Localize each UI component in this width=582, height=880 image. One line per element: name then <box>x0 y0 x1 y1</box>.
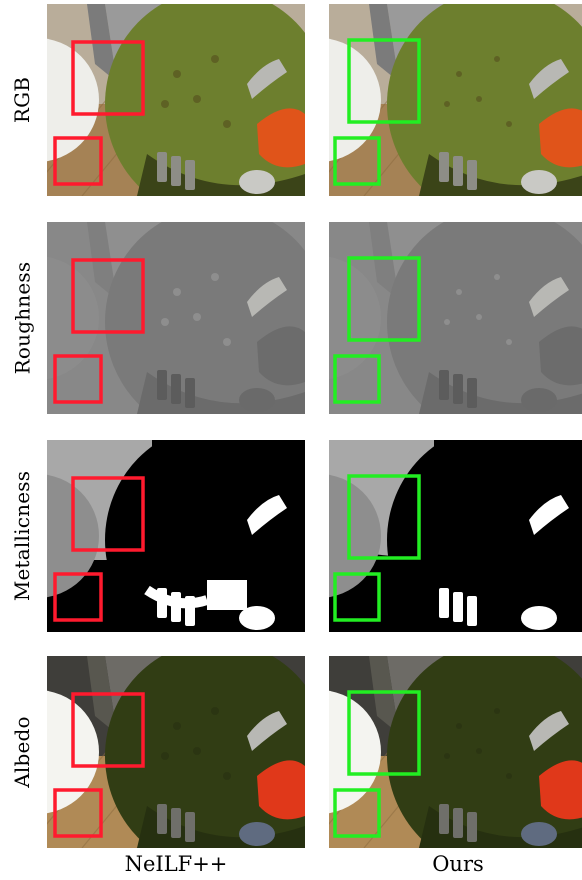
zoom-box <box>71 692 145 768</box>
zoom-box <box>347 38 421 124</box>
row-label-metallicness: Metallicness <box>0 436 44 636</box>
zoom-box <box>71 258 145 334</box>
zoom-box <box>53 354 103 404</box>
panel-albedo-ours <box>329 656 582 848</box>
zoom-box <box>333 354 381 404</box>
scene-image <box>329 222 582 414</box>
column-label-neilf: NeILF++ <box>124 852 228 876</box>
zoom-box <box>333 788 381 838</box>
zoom-box <box>333 572 381 622</box>
row-label-text: Albedo <box>10 716 34 788</box>
row-label-rgb: RGB <box>0 0 44 200</box>
scene-image <box>47 656 305 848</box>
scene-image <box>329 4 582 196</box>
panel-rgb-neilf <box>47 4 305 196</box>
scene-image <box>47 4 305 196</box>
zoom-box <box>333 136 381 186</box>
row-label-text: Roughness <box>10 261 34 375</box>
zoom-box <box>53 572 103 622</box>
zoom-box <box>347 256 421 342</box>
row-label-text: Metallicness <box>10 470 34 602</box>
zoom-box <box>347 690 421 776</box>
panel-albedo-neilf <box>47 656 305 848</box>
row-label-roughness: Roughness <box>0 218 44 418</box>
panel-roughness-neilf <box>47 222 305 414</box>
row-label-text: RGB <box>10 76 34 124</box>
panel-roughness-ours <box>329 222 582 414</box>
scene-image <box>329 656 582 848</box>
panel-metallicness-neilf <box>47 440 305 632</box>
zoom-box <box>347 474 421 560</box>
scene-image <box>47 440 305 632</box>
zoom-box <box>53 788 103 838</box>
column-label-ours: Ours <box>432 852 484 876</box>
panel-rgb-ours <box>329 4 582 196</box>
row-label-albedo: Albedo <box>0 652 44 852</box>
scene-image <box>329 440 582 632</box>
panel-metallicness-ours <box>329 440 582 632</box>
zoom-box <box>53 136 103 186</box>
zoom-box <box>71 476 145 552</box>
scene-image <box>47 222 305 414</box>
zoom-box <box>71 40 145 116</box>
